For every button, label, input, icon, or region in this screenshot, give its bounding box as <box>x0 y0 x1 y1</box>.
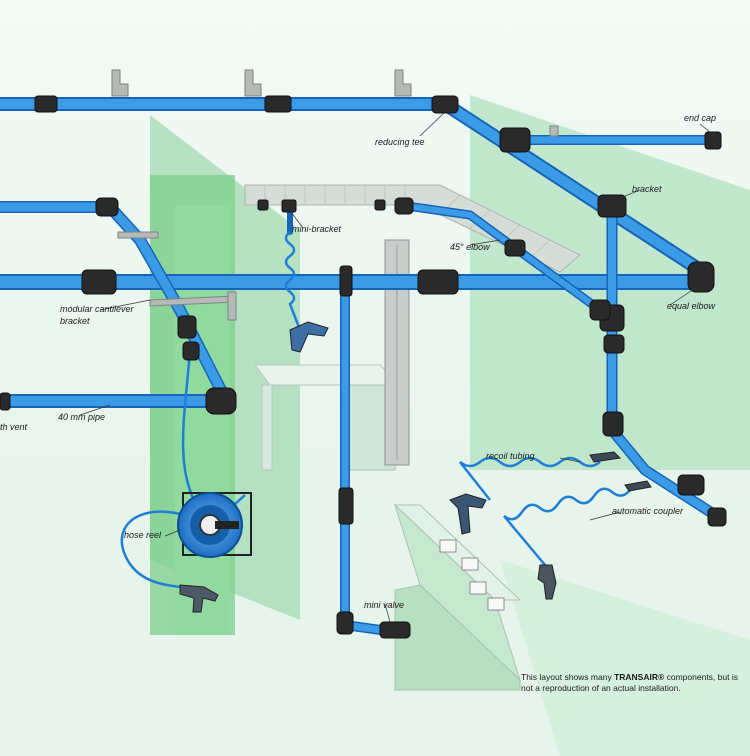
air-gun-recoil <box>449 493 487 535</box>
label-45-elbow: 45° elbow <box>450 242 490 252</box>
note-brand: TRANSAIR® <box>614 672 665 682</box>
elbow <box>95 197 119 217</box>
hose-reel <box>177 492 252 558</box>
label-vent: th vent <box>0 422 28 432</box>
end-cap <box>704 131 722 150</box>
workbench-leg-left <box>261 384 273 471</box>
workstation-side <box>394 584 521 691</box>
label-hose-reel: hose reel <box>124 530 162 540</box>
label-reducing-tee: reducing tee <box>375 137 425 147</box>
fitting <box>177 315 197 339</box>
air-tool-coupler <box>537 564 557 600</box>
fitting <box>602 411 624 437</box>
fitting <box>589 299 611 321</box>
label-mini-bracket: mini-bracket <box>292 224 342 234</box>
mini-bracket <box>281 199 297 213</box>
elbow <box>205 387 237 415</box>
leader-lines <box>79 111 716 623</box>
label-bracket: bracket <box>632 184 662 194</box>
fitting <box>338 487 354 525</box>
recoil-tubing-mid <box>459 456 601 501</box>
label-modular-cantilever-bracket-line1: modular cantilever <box>60 304 134 314</box>
coupling <box>417 269 459 295</box>
bracket-fitting <box>597 194 627 218</box>
air-tools <box>179 321 652 613</box>
drop-head <box>339 265 353 297</box>
coupling <box>81 269 117 295</box>
fitting <box>504 239 526 257</box>
label-mini-valve: mini valve <box>364 600 405 610</box>
mini-valve <box>379 621 411 639</box>
disclaimer-note: This layout shows many TRANSAIR® compone… <box>521 672 747 694</box>
coupling <box>264 95 292 113</box>
vent-fitting <box>0 392 11 411</box>
note-prefix: This layout shows many <box>521 672 615 682</box>
ceiling-bracket <box>244 69 262 97</box>
elbow-45 <box>394 197 414 215</box>
recoil-tubing-coupler <box>503 487 631 566</box>
recoil-tubing-upper <box>284 231 302 331</box>
fitting <box>707 507 727 527</box>
coupling <box>34 95 58 113</box>
air-tool-small <box>589 451 622 463</box>
mini-bracket <box>374 199 386 211</box>
label-recoil-tubing: recoil tubing <box>486 451 535 461</box>
reducing-tee <box>499 127 531 153</box>
coupling <box>431 95 459 114</box>
fitting <box>603 334 625 354</box>
cantilever-bracket-plate <box>227 291 237 321</box>
floor-shadow-right <box>500 560 750 756</box>
label-automatic-coupler: automatic coupler <box>612 506 684 516</box>
hose-reel-hose <box>120 349 211 592</box>
label-40mm-pipe: 40 mm pipe <box>58 412 106 422</box>
mini-bracket <box>257 199 269 211</box>
wall-sockets <box>439 539 505 611</box>
fittings <box>0 95 727 639</box>
ceiling-bracket <box>549 125 559 137</box>
air-gun-reel <box>179 584 219 613</box>
fitting <box>182 341 200 361</box>
equal-elbow <box>687 261 715 293</box>
workbench-top <box>254 364 402 386</box>
label-end-cap: end cap <box>684 113 717 123</box>
ceiling-brackets <box>111 69 559 321</box>
air-tool-small <box>624 480 652 492</box>
label-modular-cantilever-bracket-line2: bracket <box>60 316 90 326</box>
wall-bracket <box>117 231 159 239</box>
ceiling-bracket <box>394 69 412 97</box>
automatic-coupler-fitting <box>677 474 705 496</box>
ceiling-bracket <box>111 69 129 97</box>
note-suffix: components, but is not a reproduction of… <box>521 672 738 693</box>
label-equal-elbow: equal elbow <box>667 301 716 311</box>
fitting <box>336 611 354 635</box>
air-gun-bench <box>289 321 329 353</box>
